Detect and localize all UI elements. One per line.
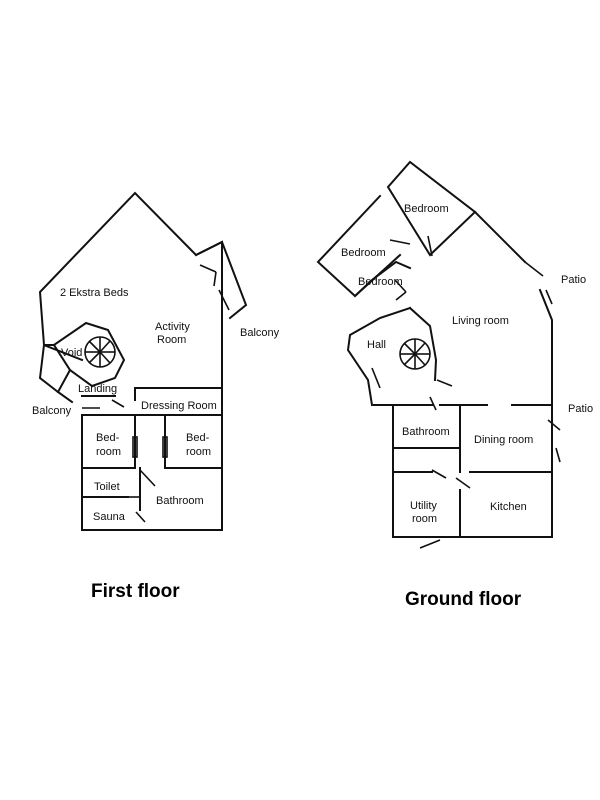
gf-spiral-stair (399, 338, 431, 370)
ff-outer-wall (38, 191, 223, 531)
ground-floor-plan (316, 160, 561, 549)
gf-label-dining-room: Dining room (474, 434, 533, 446)
ff-label-activity-2: Room (157, 334, 186, 346)
ff-label-activity-1: Activity (155, 321, 190, 333)
ff-label-toilet: Toilet (94, 481, 120, 493)
ff-label-void: Void (61, 347, 82, 359)
first-floor-title: First floor (91, 581, 180, 602)
ff-label-extra-beds: 2 Ekstra Beds (60, 287, 129, 299)
ff-spiral-stair (84, 336, 116, 368)
ff-label-balcony-right: Balcony (240, 327, 280, 339)
ff-label-balcony-left: Balcony (32, 405, 72, 417)
ff-void-wall (52, 321, 126, 388)
ff-label-bedroom-left-1: Bed- (96, 432, 120, 444)
ff-balcony-left-wall (38, 344, 72, 394)
ff-label-bedroom-left-2: room (96, 446, 121, 458)
gf-bedroom-lower-wall (353, 260, 412, 298)
gf-label-bedroom-left: Bedroom (341, 247, 386, 259)
ff-label-landing: Landing (78, 383, 117, 395)
gf-label-living-room: Living room (452, 315, 509, 327)
gf-label-utility-2: room (412, 513, 437, 525)
ff-label-bathroom: Bathroom (156, 495, 204, 507)
gf-outer-wall (473, 210, 527, 264)
ff-label-bedroom-right-1: Bed- (186, 432, 210, 444)
gf-hall-wall (346, 306, 412, 407)
gf-label-bathroom: Bathroom (402, 426, 450, 438)
first-floor-plan (38, 191, 248, 531)
gf-label-patio-right: Patio (568, 403, 593, 415)
gf-label-patio-top: Patio (561, 274, 586, 286)
gf-label-bedroom-lower: Bedroom (358, 276, 403, 288)
ground-floor-title: Ground floor (405, 589, 522, 610)
ff-label-bedroom-right-2: room (186, 446, 211, 458)
ff-label-sauna: Sauna (93, 511, 126, 523)
gf-label-bedroom-top: Bedroom (404, 203, 449, 215)
ff-balcony-right-wall (194, 240, 248, 320)
gf-label-utility-1: Utility (410, 500, 437, 512)
gf-label-kitchen: Kitchen (490, 501, 527, 513)
gf-label-hall: Hall (367, 339, 386, 351)
ff-label-dressing-room: Dressing Room (141, 400, 217, 412)
